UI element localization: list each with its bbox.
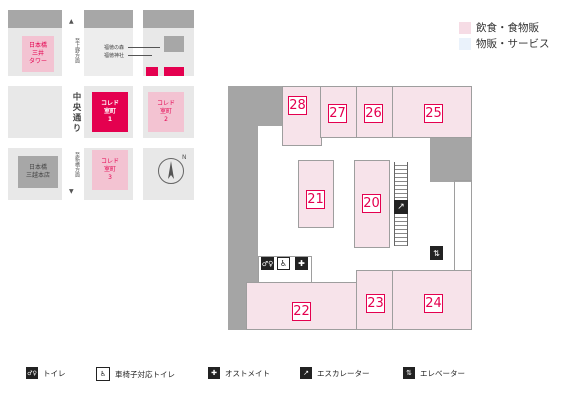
shrine-label: 福徳神社 xyxy=(104,53,125,59)
store-number-20[interactable]: 20 xyxy=(362,194,381,213)
wheelchair-icon: ♿ xyxy=(277,257,290,270)
escalator-icon: ↗ xyxy=(394,200,408,214)
legend-elevator-label: エレベーター xyxy=(420,368,465,378)
up-arrow-icon: ▲ xyxy=(69,18,74,25)
nihonbashi-mitsui-tower: 日本橋 三井 タワー xyxy=(22,36,54,72)
store-number-22[interactable]: 22 xyxy=(292,302,311,321)
legend-restroom-label: トイレ xyxy=(43,368,66,378)
shrine-area xyxy=(84,28,133,76)
left-road-label: 至上野方面 xyxy=(74,38,80,63)
north-arrow-icon xyxy=(158,158,184,184)
legend-food: 飲食・食物販 xyxy=(459,20,539,35)
shrine-leader-line xyxy=(128,55,152,56)
store-number-28[interactable]: 28 xyxy=(288,96,307,115)
legend-ostomate: ✚ オストメイト xyxy=(208,367,270,379)
nihonbashi-mitsukoshi: 日本橋 三越本店 xyxy=(18,156,58,188)
right-road xyxy=(133,10,143,200)
legend-elevator: ⇅ エレベーター xyxy=(403,367,465,379)
right-core xyxy=(430,138,472,182)
upper-cross-road xyxy=(8,76,194,86)
block-top-right xyxy=(143,10,194,28)
lower-cross-road xyxy=(8,138,194,148)
down-arrow-icon: ▼ xyxy=(69,188,74,195)
store-20-area[interactable] xyxy=(354,160,390,248)
spring-label: 福徳の森 xyxy=(104,45,125,51)
legend-wheelchair-icon: ♿ xyxy=(96,367,110,381)
legend-restroom-icon: ♂♀ xyxy=(26,367,38,379)
block-middle-left xyxy=(8,86,62,138)
coredo-2: コレド 室町 2 xyxy=(148,92,184,132)
store-number-27[interactable]: 27 xyxy=(328,104,347,123)
vicinity-map: 至上野方面 中央通り 至新橋方面 ▲ ▼ 日本橋 三井 タワー 福徳の森 福徳神… xyxy=(8,10,194,200)
legend-ostomate-label: オストメイト xyxy=(225,368,270,378)
legend-service: 物販・サービス xyxy=(459,36,550,51)
left-core xyxy=(228,86,248,330)
coredo-3: コレド 室町 3 xyxy=(92,150,128,190)
main-road-label: 中央通り xyxy=(71,92,81,134)
block-top-middle xyxy=(84,10,133,28)
top-left-core xyxy=(246,86,284,126)
legend-service-swatch xyxy=(459,37,471,50)
legend-wheelchair-label: 車椅子対応トイレ xyxy=(115,369,175,379)
store-28-area[interactable] xyxy=(282,86,322,146)
shrine-red-block-1 xyxy=(146,67,158,76)
left-core-inner xyxy=(246,124,258,284)
store-number-26[interactable]: 26 xyxy=(364,104,383,123)
store-number-23[interactable]: 23 xyxy=(366,294,385,313)
right-wall xyxy=(454,180,472,280)
restroom-icon: ♂♀ xyxy=(261,257,274,270)
legend-ostomate-icon: ✚ xyxy=(208,367,220,379)
legend-escalator-icon: ↗ xyxy=(300,367,312,379)
store-number-25[interactable]: 25 xyxy=(424,104,443,123)
ostomate-icon: ✚ xyxy=(295,257,308,270)
elevator-icon: ⇅ xyxy=(430,246,443,260)
left-road xyxy=(62,10,84,200)
legend-escalator: ↗ エスカレーター xyxy=(300,367,370,379)
legend-food-label: 飲食・食物販 xyxy=(476,22,539,34)
coredo-1: コレド 室町 1 xyxy=(92,92,128,132)
store-number-21[interactable]: 21 xyxy=(306,190,325,209)
legend-food-swatch xyxy=(459,21,471,34)
legend-elevator-icon: ⇅ xyxy=(403,367,415,379)
legend-escalator-label: エスカレーター xyxy=(317,368,370,378)
spring-leader-line xyxy=(128,47,160,48)
store-number-24[interactable]: 24 xyxy=(424,294,443,313)
legend-restroom: ♂♀ トイレ xyxy=(26,367,66,379)
shrine-red-block-2 xyxy=(164,67,184,76)
legend-service-label: 物販・サービス xyxy=(476,38,550,50)
legend-wheelchair: ♿ 車椅子対応トイレ xyxy=(96,367,175,381)
shrine-gray-block xyxy=(164,36,184,52)
north-label: N xyxy=(182,154,187,161)
right-road-label: 至新橋方面 xyxy=(74,152,80,177)
block-top-left xyxy=(8,10,62,28)
